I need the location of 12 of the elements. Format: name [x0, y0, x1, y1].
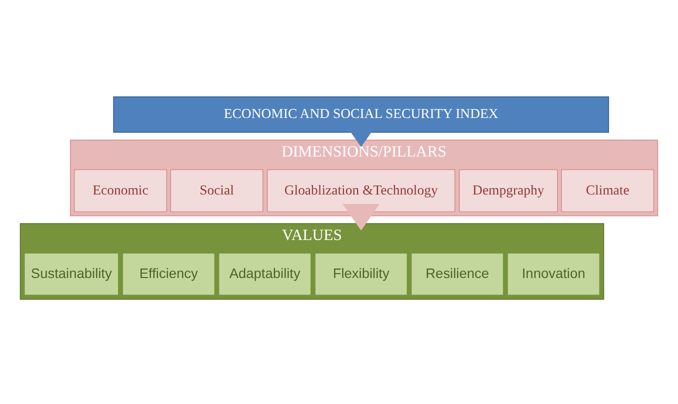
node-box: Social — [170, 169, 264, 212]
node-box: Adaptability — [218, 252, 312, 296]
node-box: Innovation — [506, 252, 600, 296]
node-box: Flexibility — [314, 252, 408, 296]
node-box: Climate — [560, 169, 654, 212]
node-box: Gloablization &Technology — [266, 169, 456, 212]
node-box: Dempgraphy — [458, 169, 558, 212]
node-box: Economic — [74, 169, 168, 212]
node-box: Efficiency — [122, 252, 216, 296]
node-box: Resilience — [410, 252, 504, 296]
node-box: Sustainability — [24, 252, 120, 296]
arrow — [342, 204, 380, 230]
